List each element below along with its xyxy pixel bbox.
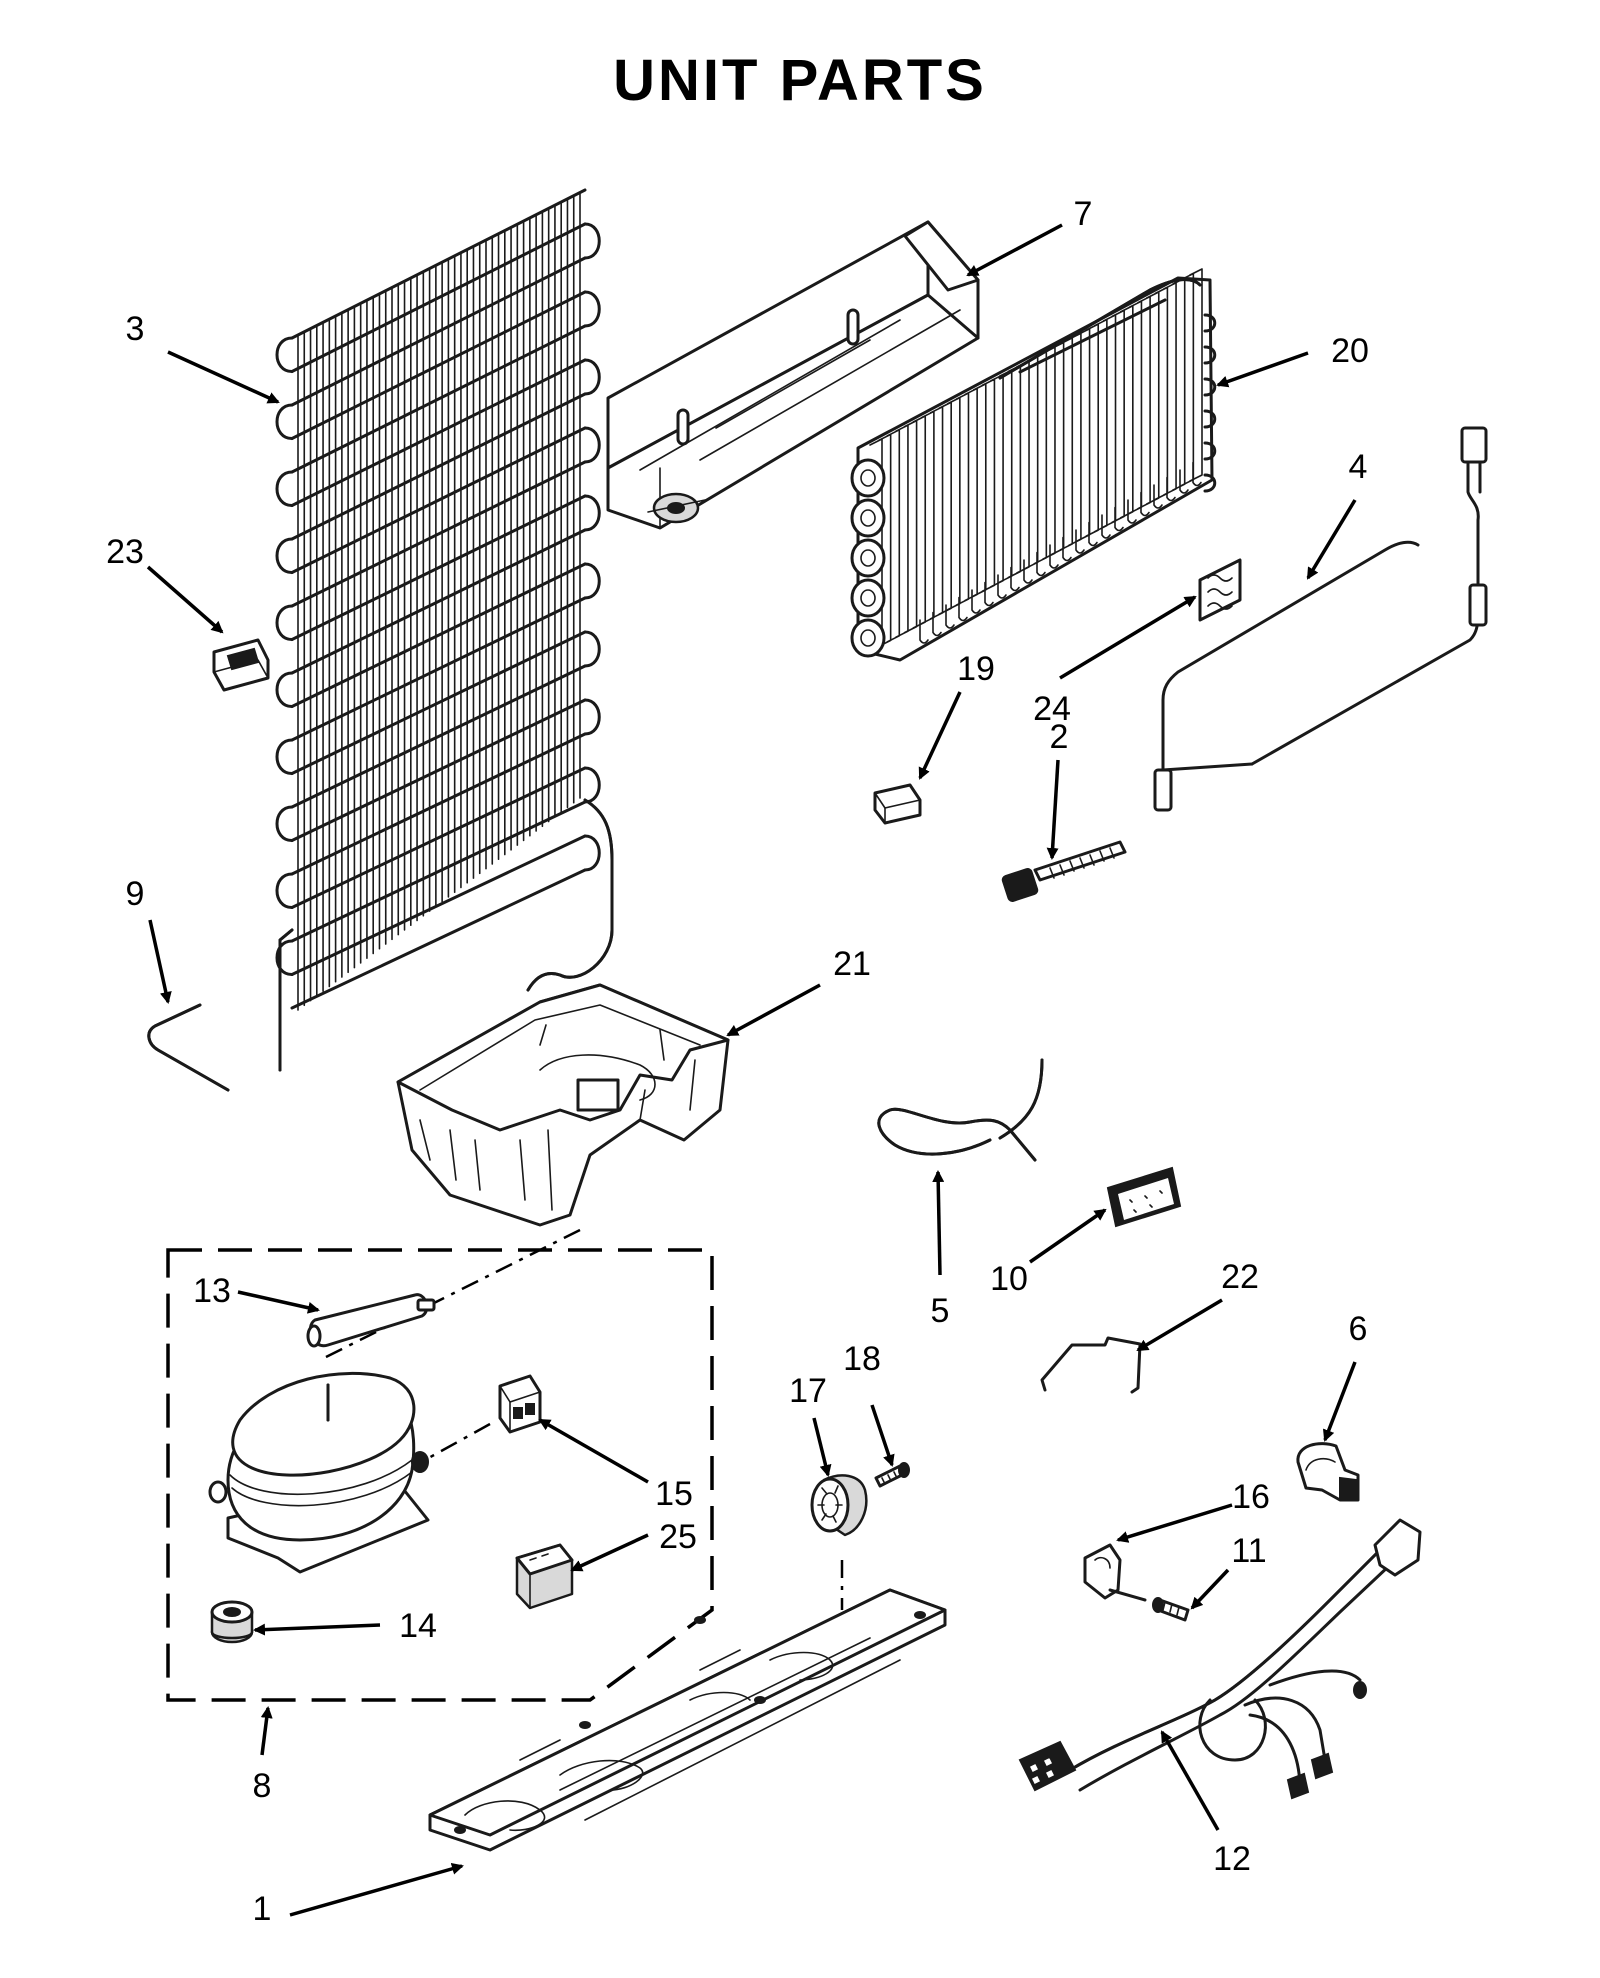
condenser-coil-part[interactable] <box>275 188 614 1072</box>
fan-hub-part[interactable] <box>810 1474 868 1537</box>
tube-part-9[interactable] <box>147 1003 230 1092</box>
callout-14: 14 <box>399 1607 437 1645</box>
screw-part-18[interactable] <box>874 1462 910 1488</box>
wiring-harness-part[interactable] <box>1018 1518 1422 1800</box>
callout-21: 21 <box>833 945 871 983</box>
bracket-part-23[interactable] <box>212 638 270 692</box>
tube-part-5[interactable] <box>877 1058 1044 1162</box>
callout-7: 7 <box>1074 195 1093 233</box>
grommet-part[interactable] <box>210 1600 254 1644</box>
callout-2: 2 <box>1050 718 1069 756</box>
callout-10: 10 <box>990 1260 1028 1298</box>
compressor-kit-boundary <box>166 1248 714 1702</box>
cord-clamp-part[interactable] <box>1083 1543 1147 1602</box>
base-plate-part[interactable] <box>428 1588 947 1852</box>
callout-11: 11 <box>1231 1532 1266 1570</box>
heater-bracket-part[interactable] <box>1198 558 1242 622</box>
relay-dashdot-line <box>424 1422 491 1462</box>
drain-pan-part[interactable] <box>396 983 730 1227</box>
callout-9: 9 <box>126 875 145 913</box>
page-title: UNIT PARTS <box>613 48 987 113</box>
evaporator-part[interactable] <box>850 268 1217 662</box>
callout-17: 17 <box>789 1372 827 1410</box>
callout-24: 24 <box>1033 690 1071 728</box>
leader-lines <box>146 223 1357 1917</box>
callout-5: 5 <box>931 1292 950 1330</box>
callout-6: 6 <box>1349 1310 1368 1348</box>
callout-3: 3 <box>126 310 145 348</box>
callout-labels: 1 2 3 4 5 6 7 8 9 10 11 12 13 14 15 16 1… <box>106 195 1369 1928</box>
callout-18: 18 <box>843 1340 881 1378</box>
clamp-part[interactable] <box>1296 1442 1360 1502</box>
callout-23: 23 <box>106 533 144 571</box>
callout-8: 8 <box>253 1767 272 1805</box>
defrost-heater-part[interactable] <box>1153 426 1488 812</box>
clip-part[interactable] <box>873 783 922 825</box>
callout-1: 1 <box>253 1890 272 1928</box>
kit-dashdot-line <box>319 1228 581 1362</box>
pad-part-10[interactable] <box>1106 1166 1182 1228</box>
callout-13: 13 <box>193 1272 231 1310</box>
callout-12: 12 <box>1213 1840 1251 1878</box>
callout-22: 22 <box>1221 1258 1259 1296</box>
wire-bracket-part[interactable] <box>1040 1336 1142 1394</box>
relay-part[interactable] <box>498 1374 542 1434</box>
callout-4: 4 <box>1349 448 1368 486</box>
callout-20: 20 <box>1331 332 1369 370</box>
callout-16: 16 <box>1232 1478 1270 1516</box>
callout-19: 19 <box>957 650 995 688</box>
callout-25: 25 <box>659 1518 697 1556</box>
cable-tie-part[interactable] <box>1001 840 1127 902</box>
drain-trough-part[interactable] <box>606 220 980 530</box>
callout-15: 15 <box>655 1475 693 1513</box>
screw-part-11[interactable] <box>1152 1597 1190 1622</box>
compressor-part[interactable] <box>208 1371 430 1574</box>
capacitor-part[interactable] <box>515 1543 574 1610</box>
filter-drier-part[interactable] <box>306 1293 436 1348</box>
